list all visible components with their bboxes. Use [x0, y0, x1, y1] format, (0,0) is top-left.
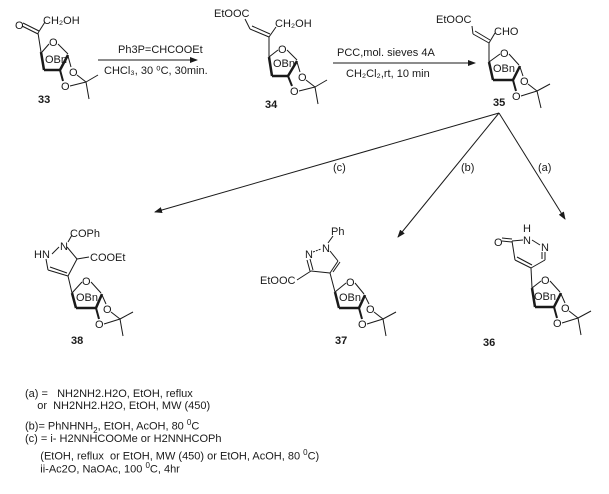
reagent-above: PCC,mol. sieves 4A	[337, 47, 435, 59]
compound-37: Ph N N EtOOC O OBn O O 37	[260, 226, 397, 347]
condition-c-text: C)	[307, 450, 320, 463]
carbonyl-o: O	[15, 20, 24, 32]
compound-35: EtOOC CHO O OBn O O 35	[436, 14, 551, 109]
obn-label: OBn	[76, 292, 98, 304]
acetal-oxygen-2: O	[290, 86, 299, 98]
n2-label: N	[305, 249, 313, 261]
acetal-oxygen-1: O	[366, 304, 375, 316]
arrow-c	[154, 112, 500, 213]
ring-oxygen: O	[346, 277, 355, 289]
degree-superscript: 0	[303, 448, 308, 457]
obn-label: OBn	[339, 292, 361, 304]
reagent-above: Ph3P=CHCOOEt	[118, 44, 203, 56]
ring-oxygen: O	[541, 275, 550, 287]
acetal-oxygen-2: O	[61, 81, 70, 93]
acetal-oxygen-2: O	[553, 318, 562, 330]
cho-label: CHO	[494, 26, 519, 38]
n1-label: N	[322, 243, 330, 255]
arrow-a	[498, 112, 566, 220]
condition-a-line-1: (a) = NH2NH2.H2O, EtOH, reflux	[25, 388, 193, 400]
compound-number: 34	[265, 99, 278, 111]
branch-arrows: (c) (b) (a)	[154, 112, 566, 238]
reaction-arrow-1: Ph3P=CHCOOEt CHCl₃, 30 ⁰C, 30min.	[98, 44, 208, 77]
condition-b-text: , EtOH, AcOH, 80	[97, 420, 187, 433]
condition-c-line-1: (c) = i- H2NNHCOOMe or H2NNHCOPh	[25, 433, 222, 445]
condition-b-text: (b)= PhNHNH	[25, 420, 94, 433]
branch-label-b: (b)	[461, 162, 474, 174]
subscript: 2	[93, 425, 98, 435]
compound-number: 35	[493, 97, 505, 109]
acetal-oxygen-2: O	[358, 319, 367, 331]
cophn-label: COPh	[70, 228, 100, 240]
cooet-label: COOEt	[90, 252, 125, 264]
condition-c-line-2: (EtOH, reflux or EtOH, MW (450) or EtOH,…	[25, 446, 319, 464]
acetal-oxygen-1: O	[298, 72, 307, 84]
ring-oxygen: O	[278, 44, 287, 56]
obn-label: OBn	[273, 58, 295, 70]
reagent-below: CH₂Cl₂,rt, 10 min	[346, 68, 430, 80]
acetal-oxygen-1: O	[561, 303, 570, 315]
compound-33: O CH₂OH O OBn O O 33	[15, 15, 99, 106]
carbonyl-o: O	[494, 237, 503, 249]
ring-oxygen: O	[82, 276, 91, 288]
compound-34: EtOOC CH₂OH O OBn O O 34	[214, 8, 328, 111]
condition-c-line-3: ii-Ac2O, NaOAc, 100 0C, 4hr	[25, 459, 180, 477]
compound-number: 33	[38, 94, 50, 106]
nh-h-label: H	[523, 223, 531, 235]
compound-number: 37	[335, 335, 347, 347]
ester-label: EtOOC	[260, 275, 296, 287]
condition-a-line-2: or NH2NH2.H2O, EtOH, MW (450)	[25, 400, 211, 412]
n2-label: N	[541, 242, 549, 254]
condition-c-text: C, 4hr	[149, 463, 180, 476]
branch-label-c: (c)	[333, 162, 346, 174]
condition-c-text: ii-Ac2O, NaOAc, 100	[25, 463, 146, 476]
compound-number: 36	[483, 337, 495, 349]
obn-label: OBn	[493, 63, 515, 75]
obn-label: OBn	[534, 291, 556, 303]
ring-oxygen: O	[49, 37, 58, 49]
degree-superscript: 0	[186, 418, 192, 427]
ch2oh-label: CH₂OH	[275, 18, 312, 30]
branch-label-a: (a)	[538, 162, 551, 174]
arrow-b	[397, 112, 500, 238]
compound-38: COPh HN N COOEt O OBn O O 38	[34, 228, 134, 347]
condition-b-text: C	[191, 420, 200, 433]
condition-b: (b)= PhNHNH2, EtOH, AcOH, 80 0C	[25, 416, 199, 437]
degree-superscript: 0	[145, 461, 150, 470]
n1-label: N	[523, 235, 531, 247]
acetal-oxygen-2: O	[95, 319, 104, 331]
reagent-below: CHCl₃, 30 ⁰C, 30min.	[104, 65, 208, 77]
nh-label: HN	[34, 249, 50, 261]
ester-label: EtOOC	[436, 14, 472, 26]
obn-label: OBn	[45, 54, 67, 66]
reaction-arrow-2: PCC,mol. sieves 4A CH₂Cl₂,rt, 10 min	[333, 47, 476, 80]
ring-oxygen: O	[500, 48, 509, 60]
n-label: N	[60, 241, 68, 253]
ester-label: EtOOC	[214, 8, 250, 20]
condition-c-text: (EtOH, reflux or EtOH, MW (450) or EtOH,…	[25, 450, 304, 463]
phenyl-label: Ph	[331, 226, 344, 238]
compound-number: 38	[71, 335, 83, 347]
acetal-oxygen-1: O	[69, 67, 78, 79]
acetal-oxygen-2: O	[512, 91, 521, 103]
ch2oh-label: CH₂OH	[43, 15, 80, 27]
acetal-oxygen-1: O	[103, 304, 112, 316]
compound-36: O H N N O OBn O O 36	[483, 223, 592, 349]
acetal-oxygen-1: O	[520, 76, 529, 88]
